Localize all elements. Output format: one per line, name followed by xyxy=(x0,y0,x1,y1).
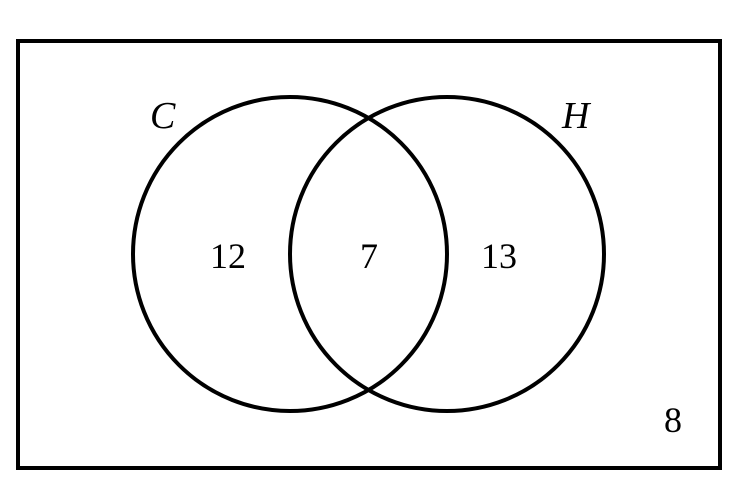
universal-set-rectangle xyxy=(16,39,722,470)
region-only-c-count: 12 xyxy=(210,236,246,276)
region-only-h-count: 13 xyxy=(481,236,517,276)
set-c-label: C xyxy=(150,95,176,137)
set-h-circle xyxy=(288,95,606,413)
set-c-circle xyxy=(131,95,449,413)
region-outside-count: 8 xyxy=(664,400,682,440)
set-h-label: H xyxy=(561,95,592,137)
region-intersection-count: 7 xyxy=(360,236,378,276)
